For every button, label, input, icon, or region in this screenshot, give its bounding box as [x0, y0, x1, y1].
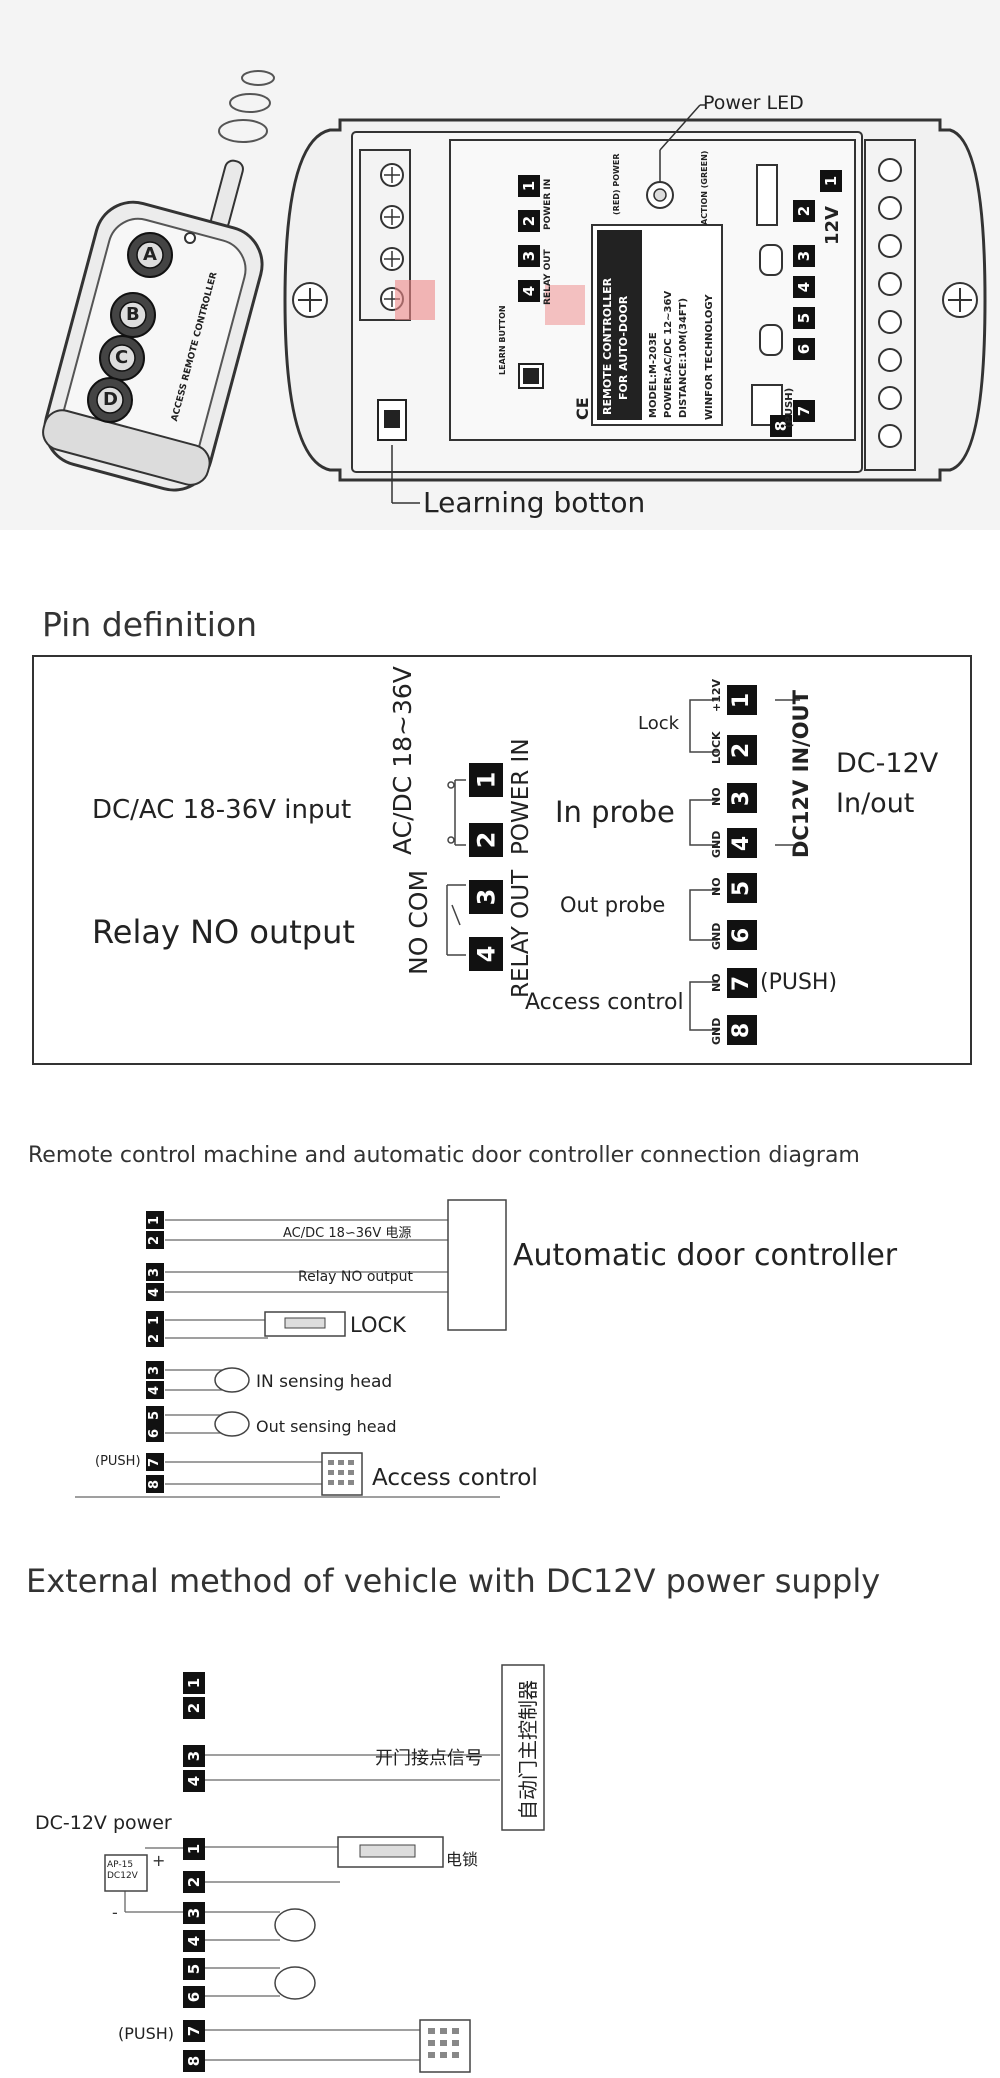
svg-text:+: +	[152, 1851, 165, 1870]
vehicle-title: External method of vehicle with DC12V po…	[26, 1562, 881, 1600]
veh-pin-2: 2	[183, 1697, 205, 1719]
veh-right-pin-4: 4	[183, 1930, 205, 1952]
pin-def-right-pin-5: 5	[727, 873, 757, 903]
pin-def-right-pin-3: 3	[727, 783, 757, 813]
conn-pin-1: 1	[146, 1211, 164, 1229]
pin-def-right-pin-4: 4	[727, 828, 757, 858]
veh-psu-label: AP-15 DC12V	[107, 1860, 138, 1881]
panel-pin-1: 1	[518, 175, 540, 197]
pin-def-dc12-line1: DC-12V	[836, 748, 939, 779]
pin-definition-box	[32, 655, 972, 1065]
conn-lock-label: LOCK	[350, 1313, 406, 1337]
connection-wiring	[75, 1199, 507, 1498]
conn-right-pin-3: 3	[146, 1361, 164, 1379]
panel-right-pin-3: 3	[793, 245, 815, 267]
pin-def-input-label: DC/AC 18-36V input	[92, 795, 352, 825]
veh-right-pin-8: 8	[183, 2050, 205, 2072]
panel-pin-4: 4	[518, 280, 540, 302]
pin-def-access-label: Access control	[525, 990, 684, 1015]
veh-signal-label: 开门接点信号	[375, 1748, 483, 1769]
panel-right-pin-7: 7	[793, 400, 815, 422]
remote-button-a-label: A	[143, 244, 157, 265]
pin-def-push-label: (PUSH)	[760, 970, 838, 995]
conn-acdc-label: AC/DC 18∽36V 电源	[283, 1226, 412, 1241]
pin-def-right-pin-2: 2	[727, 735, 757, 765]
panel-right-pin-1: 1	[820, 170, 842, 192]
panel-right-pin-2: 2	[793, 200, 815, 222]
conn-in-head-label: IN sensing head	[256, 1372, 393, 1392]
panel-right-pin-6: 6	[793, 338, 815, 360]
pin-def-right-pin-8: 8	[727, 1015, 757, 1045]
panel-right-pin-5: 5	[793, 307, 815, 329]
pin-def-right-pin-1: 1	[727, 685, 757, 715]
power-led-label: Power LED	[703, 92, 804, 114]
pin-def-dc12-line2: In/out	[836, 788, 915, 819]
product-drawing: A B C D ACCESS REMOTE CONTROLLER 1 2 3 4…	[0, 0, 1000, 530]
conn-right-pin-6: 6	[146, 1424, 164, 1442]
veh-right-pin-2: 2	[183, 1871, 205, 1893]
conn-pin-3: 3	[146, 1263, 164, 1281]
conn-right-pin-4: 4	[146, 1381, 164, 1399]
conn-pin-2: 2	[146, 1231, 164, 1249]
veh-power-label: DC-12V power	[35, 1812, 172, 1834]
learning-button-label: Learning botton	[423, 486, 646, 519]
pin-def-relay-label: Relay NO output	[92, 913, 355, 951]
connection-title: Remote control machine and automatic doo…	[28, 1143, 860, 1168]
veh-lock-label: 电锁	[446, 1850, 479, 1869]
panel-pin-3: 3	[518, 245, 540, 267]
veh-right-pin-6: 6	[183, 1986, 205, 2008]
pin-def-out-probe-label: Out probe	[560, 893, 666, 917]
veh-pin-3: 3	[183, 1745, 205, 1767]
pin-def-lock-label: Lock	[638, 713, 680, 734]
veh-right-pin-3: 3	[183, 1902, 205, 1924]
remote-button-b-label: B	[126, 304, 140, 325]
conn-access-label: Access control	[372, 1465, 538, 1491]
pin-def-right-pin-7: 7	[727, 968, 757, 998]
veh-push-label: (PUSH)	[118, 2024, 175, 2043]
pin-definition-wiring	[446, 699, 800, 1031]
pin-def-left-pin-3: 3	[469, 880, 503, 914]
pin-definition-title: Pin definition	[42, 605, 258, 644]
pin-def-right-pin-6: 6	[727, 920, 757, 950]
conn-relay-label: Relay NO output	[298, 1269, 414, 1285]
panel-right-pin-4: 4	[793, 276, 815, 298]
veh-right-pin-1: 1	[183, 1838, 205, 1860]
pin-def-left-pin-2: 2	[469, 823, 503, 857]
conn-out-head-label: Out sensing head	[256, 1417, 397, 1436]
pin-def-in-probe-label: In probe	[555, 795, 675, 829]
panel-right-pin-8: 8	[770, 415, 792, 437]
pin-def-left-pin-1: 1	[469, 763, 503, 797]
panel-pin-2: 2	[518, 210, 540, 232]
veh-pin-1: 1	[183, 1672, 205, 1694]
conn-right-pin-1: 1	[146, 1311, 164, 1329]
conn-right-pin-7: 7	[146, 1453, 164, 1471]
conn-right-pin-8: 8	[146, 1475, 164, 1493]
conn-right-pin-5: 5	[146, 1406, 164, 1424]
remote-button-d-label: D	[103, 389, 118, 410]
product-outline-graphic	[42, 70, 987, 504]
veh-pin-4: 4	[183, 1770, 205, 1792]
conn-pin-4: 4	[146, 1283, 164, 1301]
pin-def-left-pin-4: 4	[469, 937, 503, 971]
veh-right-pin-7: 7	[183, 2020, 205, 2042]
conn-right-pin-2: 2	[146, 1329, 164, 1347]
panel-learn-button	[518, 363, 544, 389]
svg-text:-: -	[112, 1903, 118, 1922]
conn-push-label: (PUSH)	[95, 1454, 141, 1469]
conn-controller-label: Automatic door controller	[513, 1238, 898, 1273]
veh-controller-label: 自动门主控制器	[516, 1680, 540, 1820]
veh-right-pin-5: 5	[183, 1958, 205, 1980]
remote-button-c-label: C	[115, 347, 129, 368]
